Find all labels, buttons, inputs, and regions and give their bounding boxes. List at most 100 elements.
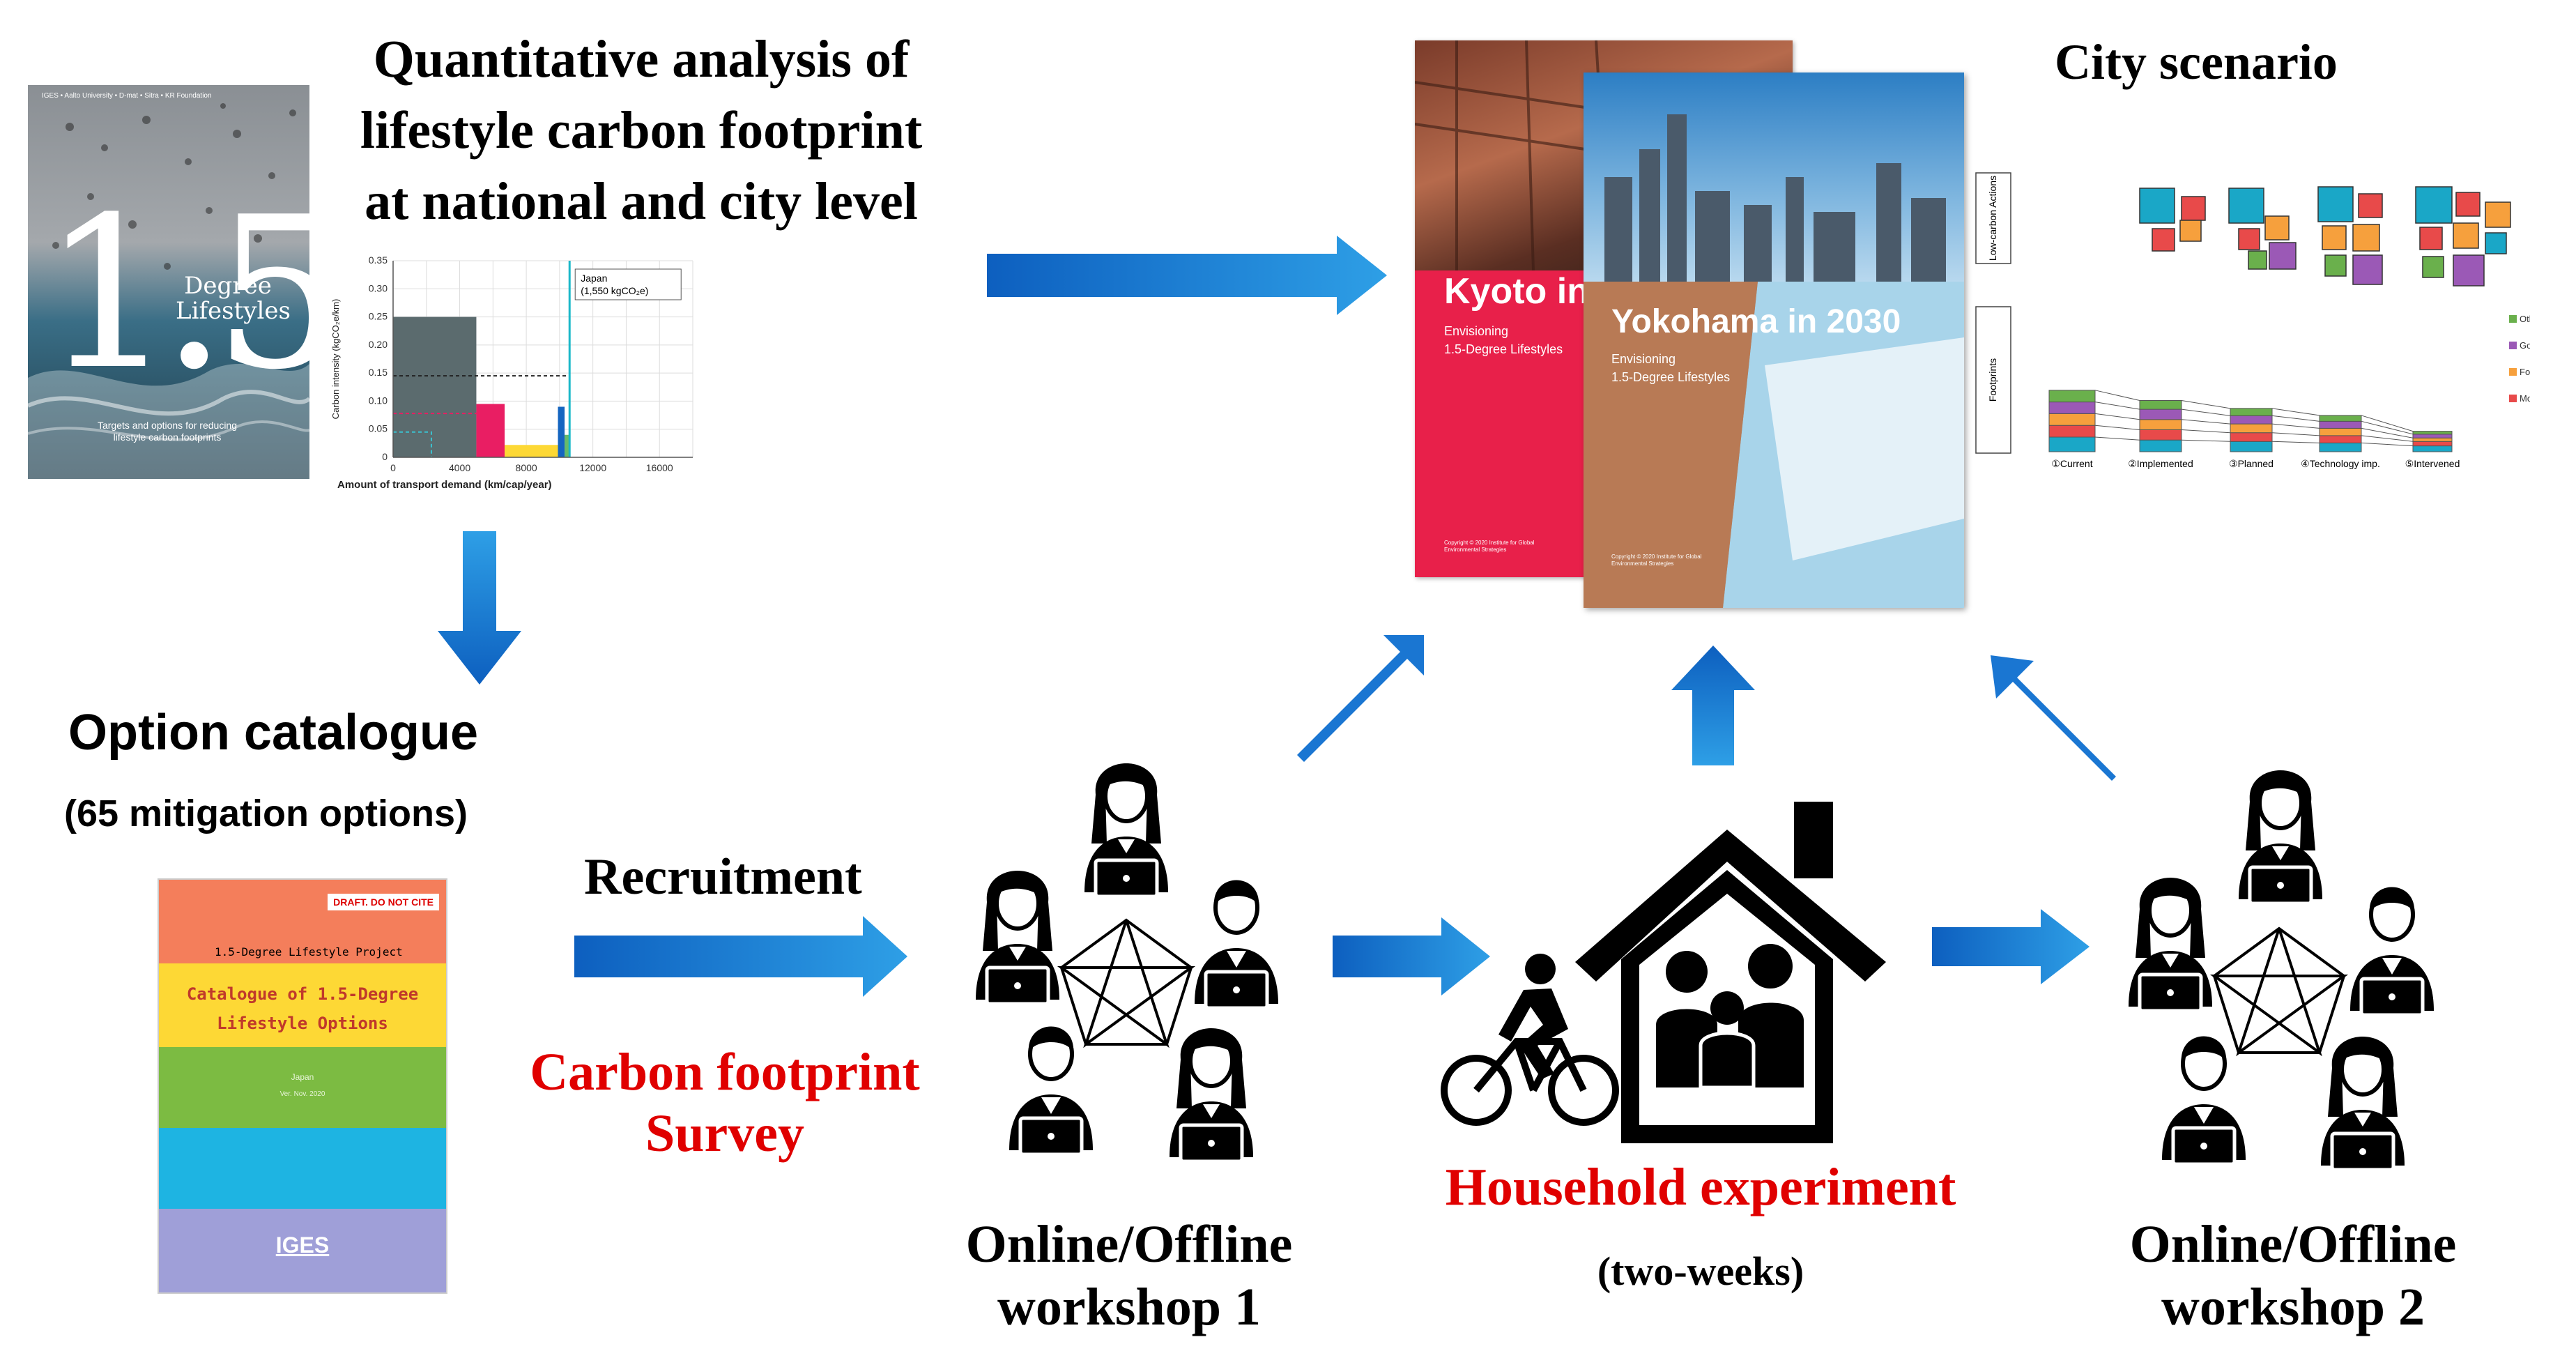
workshop2-network	[2209, 926, 2349, 1057]
action-square-1	[2179, 220, 2202, 242]
transport-xtick-label: 4000	[449, 462, 470, 473]
household-label: Household experiment	[1445, 1158, 1956, 1216]
workshop1-person-left	[976, 871, 1059, 1004]
workshop1-person-top	[1084, 763, 1168, 896]
scenario-connector	[2361, 435, 2414, 442]
scenario-connector	[2094, 413, 2140, 420]
transport-xtick-label: 8000	[516, 462, 537, 473]
action-square-3	[2352, 254, 2383, 285]
cover-subtitle-2: Lifestyles	[176, 297, 291, 325]
scenario-connector	[2361, 415, 2414, 432]
action-square-2	[2248, 250, 2267, 270]
catalogue-project: 1.5-Degree Lifestyle Project	[215, 945, 403, 959]
catalogue-band-purple: IGES	[159, 1209, 446, 1292]
arrow-to-catalogue	[438, 531, 521, 685]
action-square-3	[2322, 225, 2347, 250]
transport-ytick-label: 0.35	[369, 254, 388, 266]
scenario-connector	[2271, 441, 2320, 443]
action-square-4	[2485, 232, 2507, 254]
scenario-category-label: ④Technology imp.	[2301, 458, 2380, 469]
workshop1-line-2: workshop 1	[997, 1278, 1261, 1336]
scenario-bar-segment	[2319, 415, 2362, 422]
cover-texture	[28, 103, 309, 479]
yokohama-sub: Envisioning 1.5-Degree Lifestyles	[1611, 350, 1730, 386]
transport-bar	[393, 316, 477, 457]
catalogue-band-orange: DRAFT. DO NOT CITE 1.5-Degree Lifestyle …	[159, 880, 446, 963]
transport-x-label: Amount of transport demand (km/cap/year)	[337, 479, 552, 491]
cover-top-line: IGES • Aalto University • D-mat • Sitra …	[42, 92, 212, 100]
action-square-1	[2152, 228, 2175, 252]
recruitment-label: Recruitment	[584, 848, 862, 906]
yokohama-foot: Copyright © 2020 Institute for Global En…	[1611, 554, 1702, 567]
workshop1-person-bottom-left	[1009, 1027, 1093, 1155]
action-square-2	[2238, 228, 2260, 250]
transport-ytick-label: 0.25	[369, 311, 388, 322]
quant-analysis-line-2: lifestyle carbon footprint	[360, 101, 923, 160]
kyoto-sub-1: Envisioning	[1444, 324, 1509, 338]
transport-bar	[505, 445, 558, 457]
action-square-4	[2453, 222, 2479, 249]
transport-annotation-box	[574, 268, 682, 300]
catalogue-country: Japan	[291, 1072, 314, 1082]
action-square-4	[2422, 256, 2444, 278]
transport-y-label: Carbon intensity (kgCO₂e/km)	[330, 299, 341, 420]
transport-xtick-label: 0	[390, 462, 396, 473]
scenario-category-label: ③Planned	[2229, 458, 2274, 469]
yokohama-foot-2: Environmental Strategies	[1611, 560, 1674, 567]
transport-annotation-line-2: (1,550 kgCO₂e)	[581, 285, 648, 296]
action-square-4	[2485, 201, 2511, 228]
yokohama-title: Yokohama in 2030	[1611, 303, 1901, 340]
workshop2-person-top	[2239, 770, 2322, 903]
transport-ytick-label: 0.15	[369, 367, 388, 378]
transport-bar	[558, 406, 565, 457]
city-scenario-heading: City scenario	[2055, 34, 2338, 90]
workshop2-line-2: workshop 2	[2161, 1278, 2425, 1336]
scenario-connector	[2181, 419, 2231, 425]
arrow-to-city-reports	[987, 236, 1387, 315]
household-sublabel: (two-weeks)	[1597, 1249, 1804, 1294]
yokohama-sub-1: Envisioning	[1611, 352, 1676, 366]
yokohama-foot-1: Copyright © 2020 Institute for Global	[1611, 554, 1702, 560]
catalogue-band-yellow: Catalogue of 1.5-Degree Lifestyle Option…	[159, 963, 446, 1047]
scenario-footprints-box	[1975, 306, 2011, 454]
arrow-to-workshop2	[1932, 909, 2090, 984]
catalogue-band-cyan	[159, 1128, 446, 1209]
scenario-actions-label: Low-carbon Actions	[1987, 176, 1998, 261]
transport-ytick-label: 0.05	[369, 423, 388, 434]
scenario-connector	[2094, 425, 2140, 430]
scenario-legend-swatch	[2509, 342, 2517, 349]
kyoto-sub-2: 1.5-Degree Lifestyles	[1444, 342, 1563, 356]
workshop1-line-1: Online/Offline	[965, 1215, 1293, 1274]
quant-analysis-heading: Quantitative analysis of lifestyle carbo…	[328, 24, 955, 237]
workshop1-label: Online/Offline workshop 1	[906, 1213, 1352, 1338]
scenario-category-label: ⑤Intervened	[2405, 458, 2460, 469]
scenario-legend-label: Goods	[2520, 340, 2530, 351]
cover-tagline: Targets and options for reducing lifesty…	[56, 420, 279, 443]
survey-line-2: Survey	[645, 1104, 804, 1163]
catalogue-cover: DRAFT. DO NOT CITE 1.5-Degree Lifestyle …	[158, 878, 447, 1294]
scenario-category-label: ①Current	[2051, 458, 2092, 469]
transport-ytick-label: 0.10	[369, 395, 388, 406]
kyoto-sub: Envisioning 1.5-Degree Lifestyles	[1444, 322, 1563, 358]
workshop2-person-bottom-left	[2162, 1037, 2246, 1165]
action-square-1	[2139, 188, 2175, 224]
catalogue-logo: IGES	[275, 1232, 330, 1258]
yokohama-skyline	[1584, 114, 1964, 608]
scenario-connector	[2361, 442, 2414, 447]
catalogue-title-2: Lifestyle Options	[217, 1014, 388, 1033]
arrow-workshop2-to-reports	[1991, 655, 2116, 781]
workshop2-person-right	[2350, 887, 2434, 1016]
action-square-4	[2455, 192, 2481, 217]
workshop2-line-1: Online/Offline	[2129, 1215, 2457, 1274]
workshop2-label: Online/Offline workshop 2	[2070, 1213, 2516, 1338]
arrow-to-household	[1333, 917, 1490, 995]
scenario-legend-swatch	[2509, 315, 2517, 323]
lifestyles-report-cover: IGES • Aalto University • D-mat • Sitra …	[28, 85, 309, 479]
scenario-bar-segment	[2412, 431, 2453, 435]
action-square-2	[2264, 215, 2290, 241]
scenario-connector	[2271, 408, 2320, 416]
kyoto-foot-1: Copyright © 2020 Institute for Global	[1444, 540, 1535, 546]
scenario-connector	[2271, 432, 2320, 436]
